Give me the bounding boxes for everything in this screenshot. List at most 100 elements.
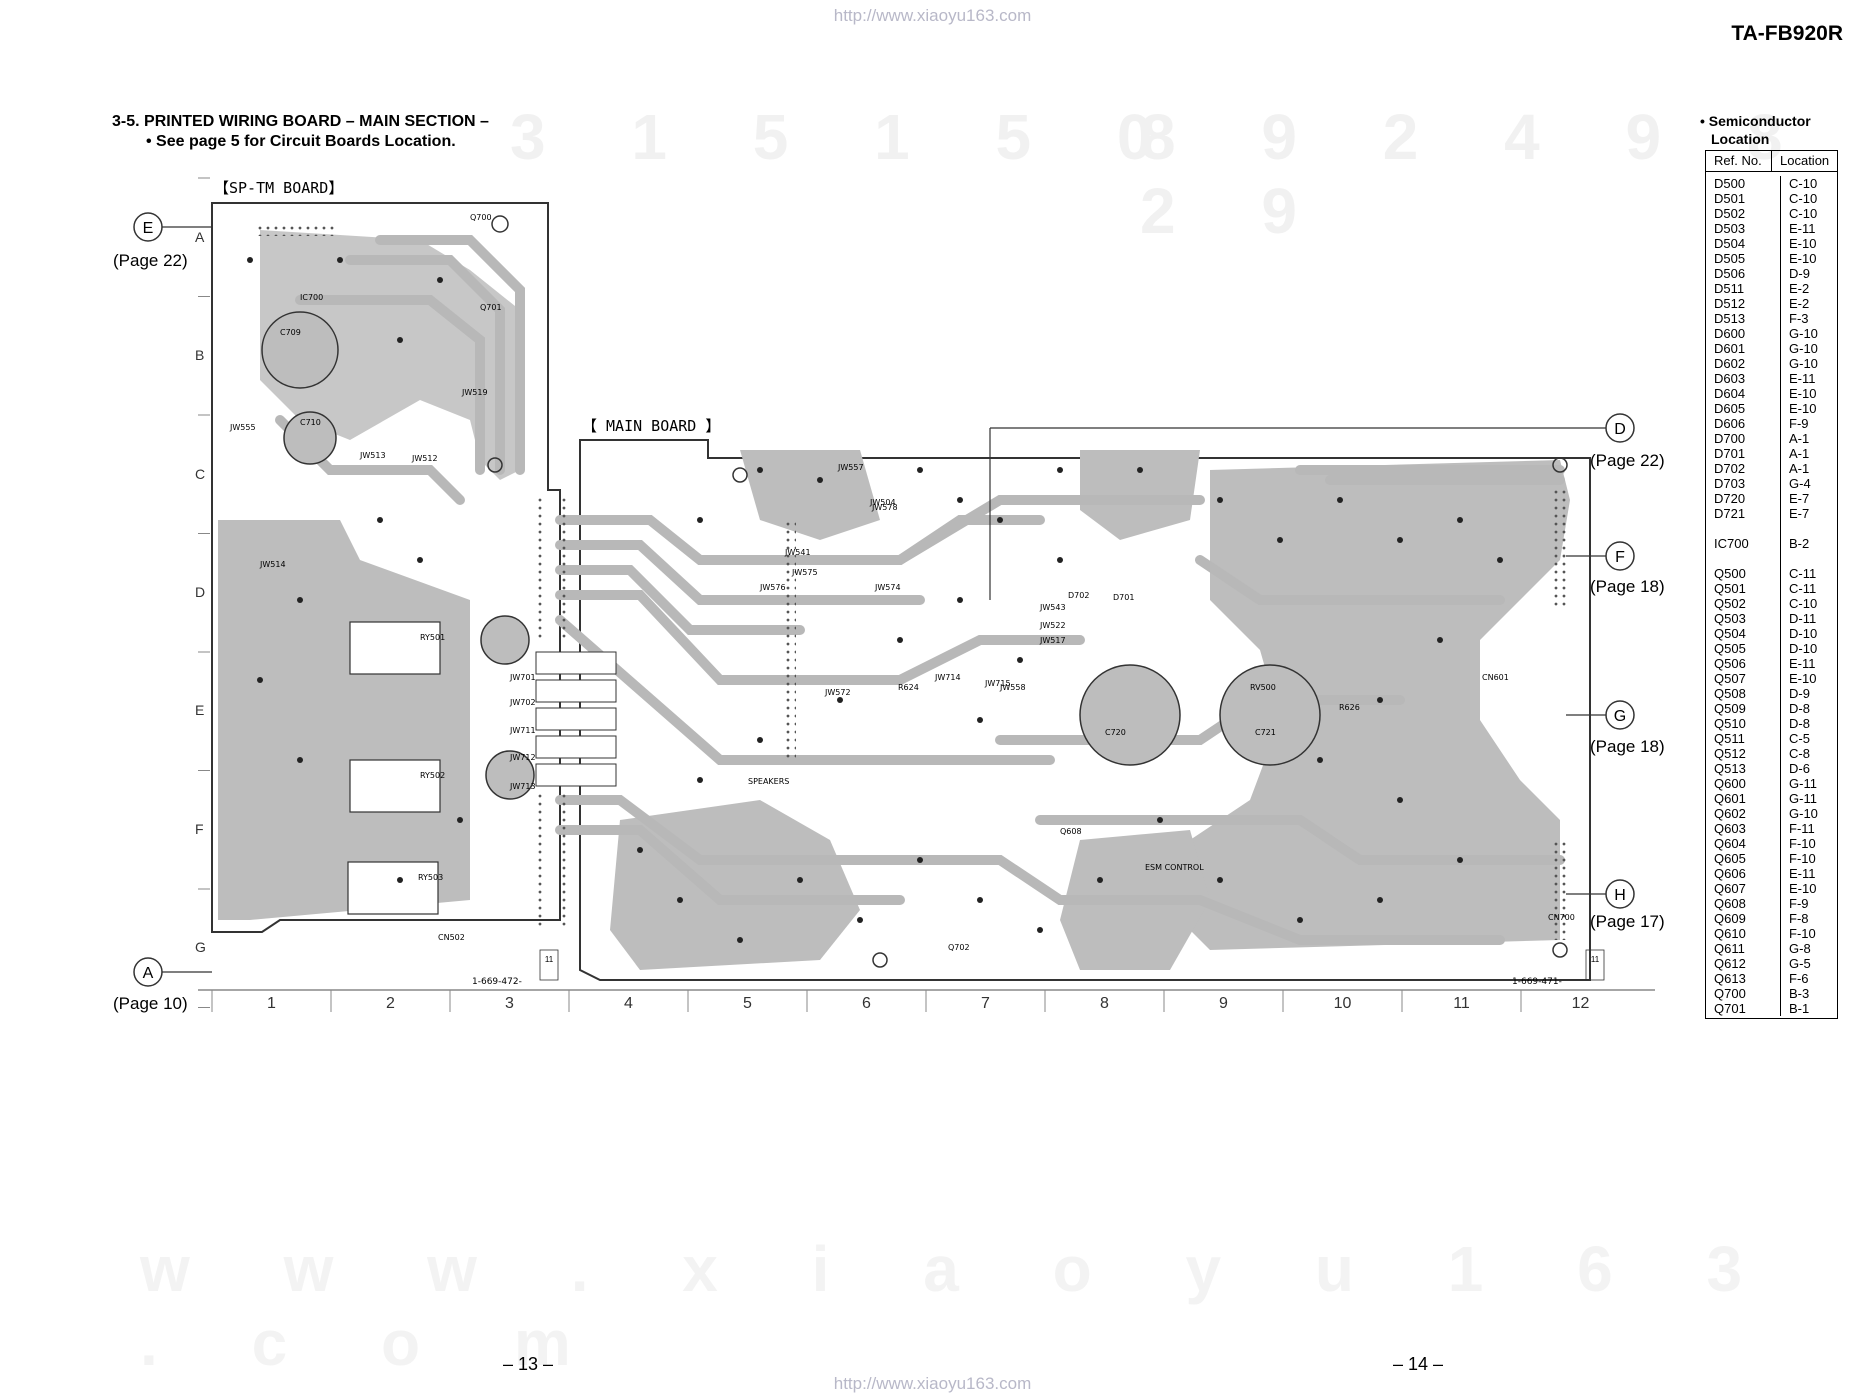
location-cell: D-6 — [1789, 761, 1810, 776]
ref-no-cell: D700 — [1706, 431, 1781, 446]
location-cell: D-8 — [1789, 716, 1810, 731]
component-label: RY503 — [418, 873, 443, 882]
location-cell: E-2 — [1789, 281, 1810, 296]
location-cell: G-10 — [1789, 806, 1818, 821]
semiconductor-table-header: Ref. No. Location — [1706, 151, 1837, 172]
grid-row-label: C — [195, 466, 205, 482]
location-cell — [1781, 551, 1789, 566]
connector-D-page: (Page 22) — [1590, 451, 1665, 470]
location-cell: C-10 — [1789, 596, 1818, 611]
grid-col-label: 1 — [267, 995, 276, 1012]
sp-tm-rev-label: 11 — [545, 955, 554, 964]
component-label: JW517 — [1039, 636, 1066, 645]
component-label: C720 — [1105, 728, 1126, 737]
ref-no-cell: Q511 — [1706, 731, 1781, 746]
page-number-right: – 14 – — [1393, 1354, 1444, 1374]
ref-no-cell: D606 — [1706, 416, 1781, 431]
grid-col-label: 11 — [1453, 995, 1470, 1012]
location-cell: E-10 — [1789, 236, 1817, 251]
connector-E-page: (Page 22) — [113, 251, 188, 270]
component-label: JW711 — [509, 726, 536, 735]
component-label: JW578 — [871, 503, 898, 512]
location-cell: E-10 — [1789, 386, 1817, 401]
page-number-left: – 13 – — [503, 1354, 554, 1374]
component-label: JW558 — [999, 683, 1026, 692]
jumper-boxes — [535, 651, 617, 787]
ref-no-cell: IC700 — [1706, 536, 1781, 551]
ref-no-cell: D513 — [1706, 311, 1781, 326]
ref-no-cell: Q603 — [1706, 821, 1781, 836]
connector-H: H (Page 17) — [1566, 879, 1665, 931]
location-cell: E-2 — [1789, 296, 1810, 311]
connector-A-page: (Page 10) — [113, 994, 188, 1013]
grid-col-label: 2 — [386, 995, 395, 1012]
grid-row-label: B — [195, 347, 204, 363]
table-row: Q513 D-6 — [1706, 761, 1837, 776]
ref-no-cell: Q605 — [1706, 851, 1781, 866]
ref-no-cell: D701 — [1706, 446, 1781, 461]
ref-no-cell: Q509 — [1706, 701, 1781, 716]
ref-no-cell: Q513 — [1706, 761, 1781, 776]
grid-col-label: 9 — [1219, 995, 1228, 1012]
component-label: JW512 — [411, 454, 438, 463]
grid-row-label: D — [195, 584, 205, 600]
location-cell: D-10 — [1789, 626, 1818, 641]
ref-no-cell: Q611 — [1706, 941, 1781, 956]
location-cell: A-1 — [1789, 431, 1810, 446]
component-label: Q608 — [1060, 827, 1082, 836]
location-cell: F-11 — [1789, 821, 1815, 836]
grid-col-label: 3 — [505, 995, 514, 1012]
component-label: JW572 — [824, 688, 851, 697]
connector-F-page: (Page 18) — [1590, 577, 1665, 596]
location-cell: F-9 — [1789, 896, 1809, 911]
table-row: Q502 C-10 — [1706, 596, 1837, 611]
location-cell: B-1 — [1789, 1001, 1810, 1016]
component-label: JW519 — [461, 388, 488, 397]
svg-text:F: F — [1615, 549, 1625, 566]
component-label: JW513 — [359, 451, 386, 460]
component-pads — [247, 257, 1503, 943]
component-label: JW574 — [874, 583, 901, 592]
component-label: Q700 — [470, 213, 492, 222]
connector-H-page: (Page 17) — [1590, 912, 1665, 931]
location-cell: G-10 — [1789, 356, 1818, 371]
semiconductor-title: • Semiconductor Location — [1700, 113, 1811, 147]
component-label: C710 — [300, 418, 321, 427]
ref-no-cell: Q503 — [1706, 611, 1781, 626]
ref-no-cell: Q505 — [1706, 641, 1781, 656]
table-row: D700 A-1 — [1706, 431, 1837, 446]
table-row — [1706, 551, 1837, 566]
component-label: JW701 — [509, 673, 536, 682]
location-cell: D-9 — [1789, 266, 1810, 281]
ref-no-cell: D703 — [1706, 476, 1781, 491]
table-row: Q603 F-11 — [1706, 821, 1837, 836]
ref-no-cell: D600 — [1706, 326, 1781, 341]
location-cell: G-11 — [1789, 791, 1817, 806]
ref-no-cell: D605 — [1706, 401, 1781, 416]
ref-no-cell: Q502 — [1706, 596, 1781, 611]
grid-col-label: 12 — [1572, 995, 1590, 1012]
component-label: JW555 — [229, 423, 256, 432]
component-label: RY501 — [420, 633, 445, 642]
location-cell: C-10 — [1789, 206, 1818, 221]
ref-no-cell: Q512 — [1706, 746, 1781, 761]
